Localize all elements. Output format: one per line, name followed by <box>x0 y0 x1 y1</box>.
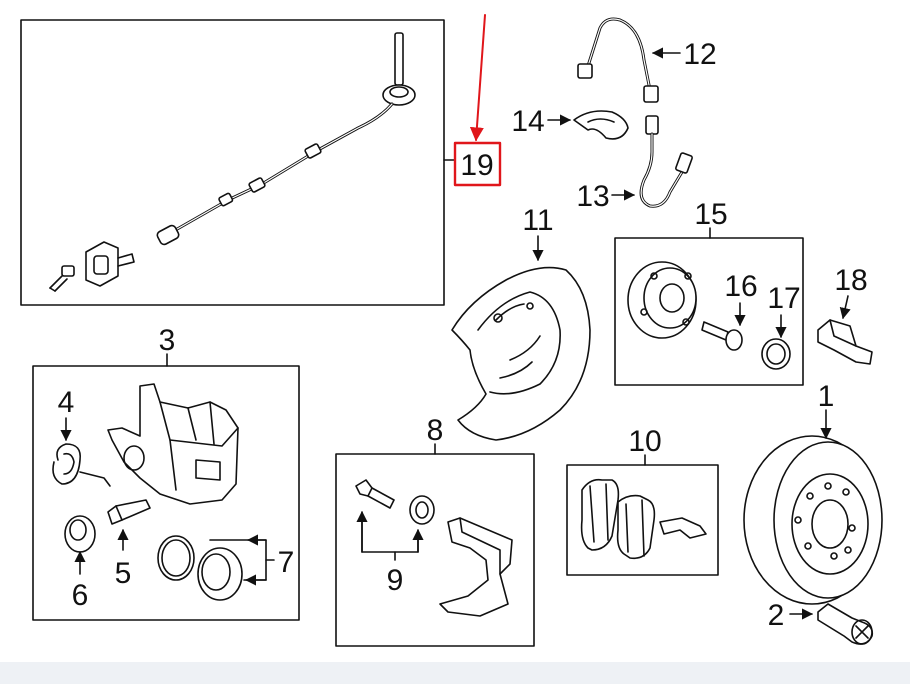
box-3 <box>32 365 300 621</box>
part-hub-bearing <box>627 261 697 339</box>
box-15 <box>614 237 804 386</box>
callout-9: 9 <box>387 564 404 597</box>
sensor-pin <box>394 32 404 86</box>
group-15-hub <box>614 227 804 386</box>
callout-19: 19 <box>460 149 493 182</box>
part-4-spring <box>52 417 111 487</box>
callout-12: 12 <box>683 38 716 71</box>
part-7-piston-seal <box>157 534 275 601</box>
caliper-housing <box>107 383 239 505</box>
part-5-bleeder <box>107 499 151 551</box>
callout-4: 4 <box>58 386 75 419</box>
part-6-cap <box>64 515 96 575</box>
part-11-backing-plate <box>451 235 591 441</box>
bottom-strip <box>0 662 910 684</box>
callout-3: 3 <box>159 324 176 357</box>
part-2-stud <box>789 603 874 645</box>
sensor-bolt <box>49 265 75 292</box>
part-9-guide-pins <box>355 479 435 561</box>
group-19-wheel-speed-sensor <box>20 19 457 306</box>
callout-19-highlight <box>453 14 502 187</box>
carrier-bracket <box>439 517 513 617</box>
callout-8: 8 <box>427 414 444 447</box>
callout-17: 17 <box>767 282 800 315</box>
part-12-brake-hose <box>577 17 681 103</box>
sensor-body <box>85 241 119 287</box>
callout-1: 1 <box>818 380 835 413</box>
callout-11: 11 <box>522 204 553 237</box>
callout-10: 10 <box>628 425 661 458</box>
box-19 <box>20 19 445 306</box>
parts-diagram: 1 2 3 4 5 6 7 8 9 10 11 12 13 14 15 16 1… <box>20 14 883 647</box>
group-10-brake-pads <box>566 454 719 576</box>
callout-18: 18 <box>834 264 867 297</box>
callout-5: 5 <box>115 557 132 590</box>
group-8-carrier <box>335 443 535 647</box>
callout-13: 13 <box>576 180 609 213</box>
box-10 <box>566 464 719 576</box>
part-14-clip <box>547 110 629 140</box>
callout-15: 15 <box>694 198 727 231</box>
callout-2: 2 <box>768 599 785 632</box>
part-18-sensor <box>817 295 873 365</box>
part-16-hub-bolt <box>701 302 746 351</box>
callout-16: 16 <box>724 270 757 303</box>
callout-6: 6 <box>72 579 89 612</box>
part-13-brake-line <box>611 115 693 208</box>
group-3-caliper <box>32 353 300 621</box>
part-17-dust-cap <box>761 314 791 370</box>
callout-7: 7 <box>278 546 295 579</box>
sensor-connector <box>156 224 180 246</box>
part-1-rotor <box>743 409 883 605</box>
callout-14: 14 <box>511 105 544 138</box>
